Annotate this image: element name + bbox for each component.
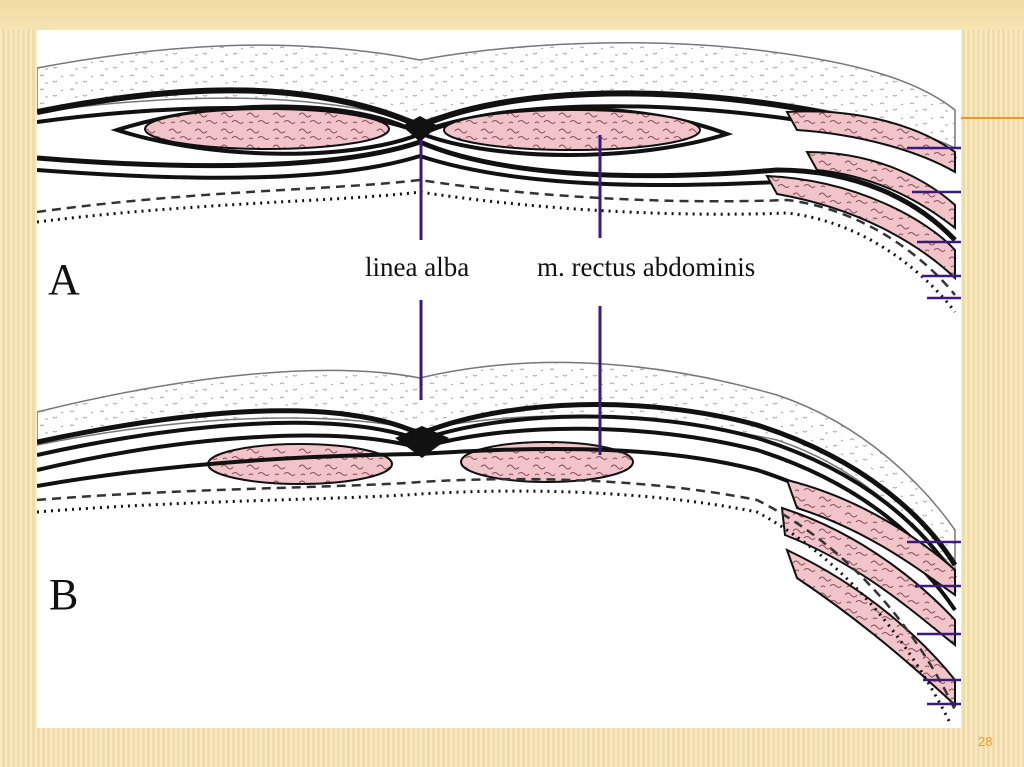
anatomy-figure: A B linea alba m. rectus abdominis	[37, 30, 961, 728]
accent-line	[960, 117, 1024, 119]
panel-a-lateral-muscle-2	[805, 150, 956, 231]
cross-section-diagram	[37, 42, 961, 726]
panel-b-linea-alba-node	[395, 426, 449, 458]
slide-top-band	[0, 0, 1024, 30]
leader-lines	[419, 135, 602, 455]
panel-b-lateral-ticks	[907, 540, 961, 706]
panel-a-linea-alba-node	[402, 116, 438, 142]
linea-alba-label: linea alba	[365, 252, 470, 282]
panel-a-letter: A	[48, 255, 80, 304]
panel-b-fascia-2	[37, 414, 957, 580]
panel-a-lateral-muscle-1	[785, 110, 956, 174]
panel-b-rectus-left	[207, 443, 393, 485]
panel-a-rectus-right	[443, 109, 701, 151]
panel-b-transversalis	[37, 477, 957, 711]
panel-b-lateral-muscle-1	[785, 478, 956, 597]
panel-b-lateral-muscle-2	[780, 506, 956, 648]
panel-a-fascia-3	[37, 139, 957, 242]
panel-a	[37, 42, 961, 313]
rectus-abdominis-label: m. rectus abdominis	[537, 252, 756, 282]
panel-a-lateral-muscle-3	[765, 174, 956, 281]
panel-a-rectus-left	[144, 108, 390, 150]
panel-a-peritoneum	[37, 190, 957, 313]
panel-b-fascia-3	[37, 426, 957, 594]
panel-b-fascia-1	[37, 402, 958, 567]
page-number: 28	[978, 734, 993, 749]
panel-b-letter: B	[49, 570, 79, 619]
panel-b-rectus-right	[460, 441, 634, 483]
panel-a-transversalis	[37, 178, 956, 296]
panel-a-lateral-ticks	[907, 146, 961, 300]
panel-b	[37, 361, 961, 726]
